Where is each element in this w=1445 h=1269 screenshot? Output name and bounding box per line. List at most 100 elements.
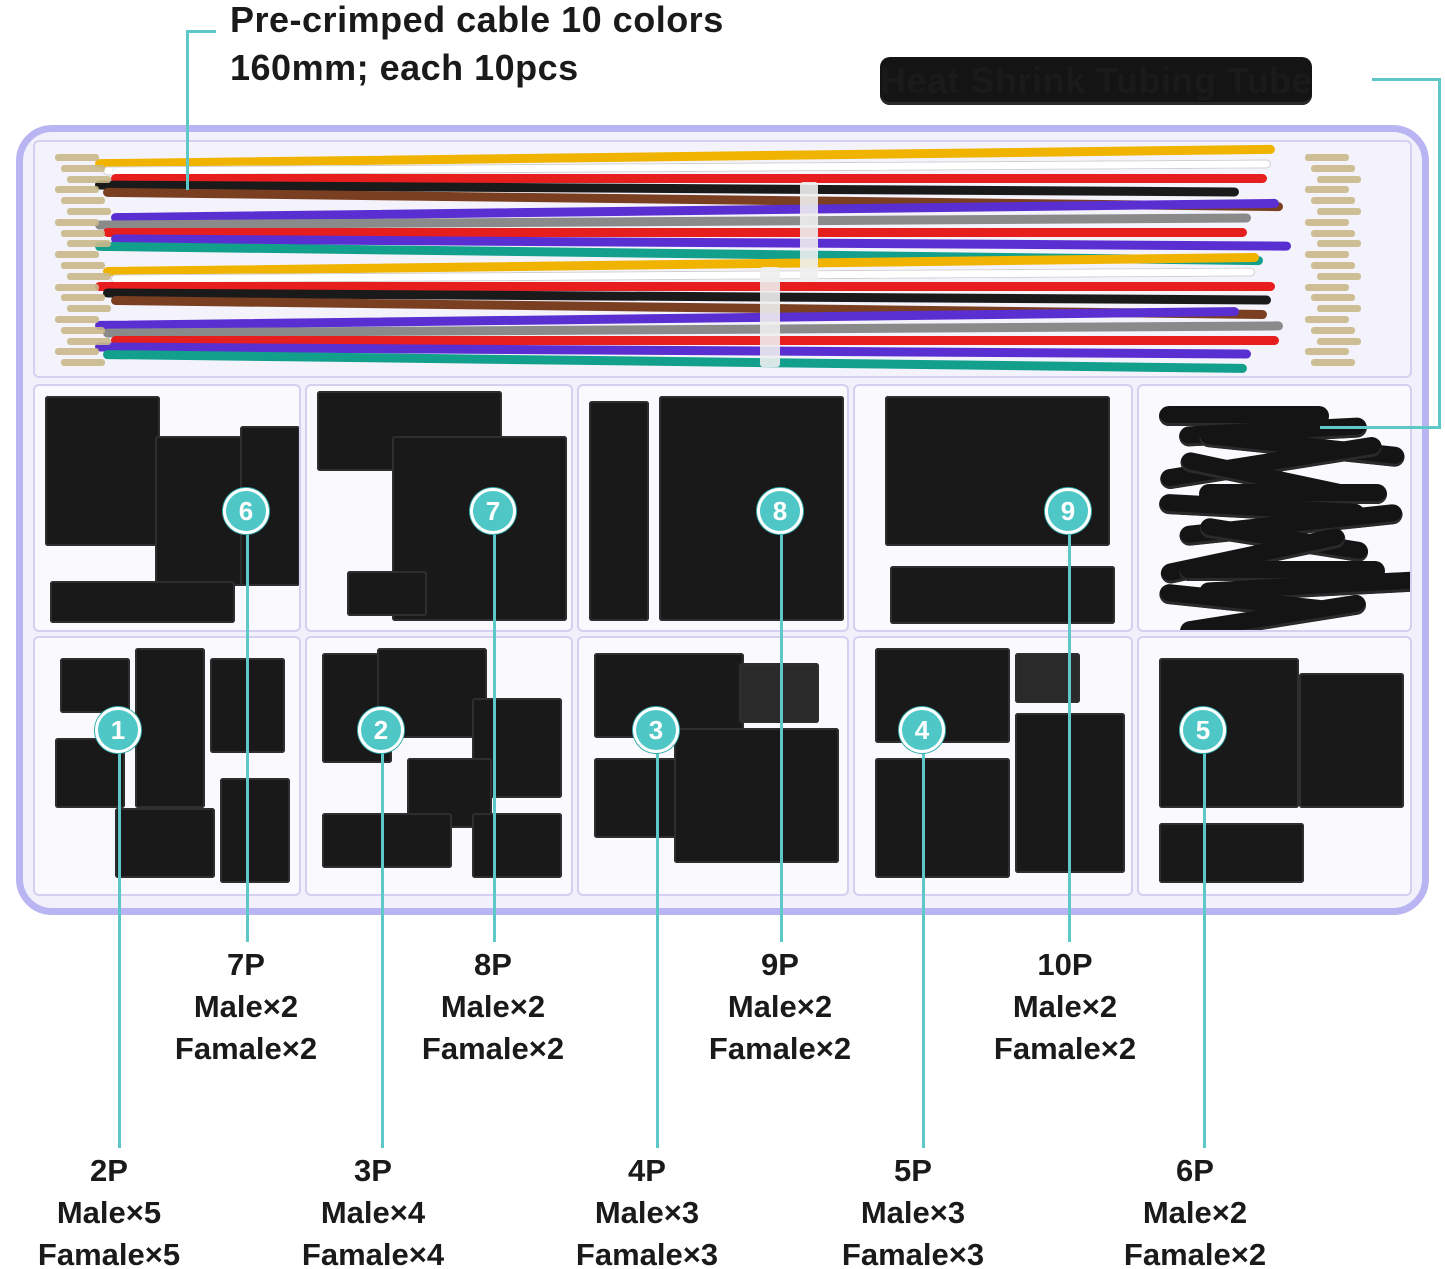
female-count: Famale×4 (301, 1237, 445, 1269)
compartment-7p (33, 384, 301, 632)
pin-count: 7P (227, 947, 265, 982)
connector-housing (875, 758, 1010, 878)
label-leader-line (493, 534, 496, 942)
male-count: Male×2 (1012, 989, 1118, 1024)
cable-heading-line2: 160mm; each 10pcs (230, 47, 579, 88)
crimp-terminal (55, 348, 99, 356)
wire (103, 227, 1247, 237)
crimp-terminal (55, 186, 99, 194)
label-leader-line (118, 753, 121, 1148)
compartment-8p (305, 384, 573, 632)
compartment-10p (853, 384, 1133, 632)
wire (111, 335, 1279, 345)
cable-tie (760, 267, 780, 367)
label-9p: 9P Male×2 Famale×2 (680, 944, 880, 1070)
label-10p: 10P Male×2 Famale×2 (965, 944, 1165, 1070)
crimp-terminal (1317, 208, 1361, 215)
male-count: Male×2 (440, 989, 546, 1024)
label-8p: 8P Male×2 Famale×2 (393, 944, 593, 1070)
label-leader-line (780, 534, 783, 942)
female-count: Famale×3 (575, 1237, 719, 1269)
tube-heading: Heat Shrink Tubing Tube (880, 57, 1313, 105)
badge-4: 4 (899, 707, 945, 753)
connector-housing (322, 813, 452, 868)
connector-housing (739, 663, 819, 723)
female-count: Famale×2 (993, 1031, 1137, 1066)
badge-3: 3 (633, 707, 679, 753)
male-count: Male×3 (860, 1195, 966, 1230)
compartment-4p (577, 636, 849, 896)
badge-7: 7 (470, 488, 516, 534)
cable-leader-line (186, 30, 189, 190)
crimp-terminal (1317, 272, 1361, 280)
male-count: Male×2 (193, 989, 299, 1024)
crimp-terminal (1305, 348, 1349, 356)
label-leader-line (246, 534, 249, 942)
crimp-terminal (61, 262, 105, 269)
cable-heading: Pre-crimped cable 10 colors 160mm; each … (230, 0, 724, 92)
label-4p: 4P Male×3 Famale×3 (547, 1150, 747, 1269)
crimp-terminal (1305, 218, 1349, 226)
pin-count: 2P (90, 1153, 128, 1188)
male-count: Male×5 (56, 1195, 162, 1230)
crimp-terminal (55, 154, 99, 161)
female-count: Famale×2 (708, 1031, 852, 1066)
label-leader-line (381, 753, 384, 1148)
crimp-terminal (1311, 359, 1355, 367)
compartment-6p (1137, 636, 1412, 896)
pin-count: 10P (1037, 947, 1093, 982)
crimp-terminal (1311, 294, 1355, 302)
cable-compartment (33, 140, 1412, 378)
crimp-terminal (1317, 337, 1361, 345)
cable-leader-line (186, 30, 216, 33)
badge-6: 6 (223, 488, 269, 534)
label-leader-line (922, 753, 925, 1148)
connector-housing (135, 648, 205, 808)
crimp-terminal (55, 316, 99, 323)
crimp-terminal (61, 164, 105, 172)
connector-housing (60, 658, 130, 713)
crimp-terminal (61, 359, 105, 367)
label-leader-line (1203, 753, 1206, 1148)
connector-housing (674, 728, 839, 863)
crimp-terminal (67, 208, 111, 215)
crimp-terminal (67, 337, 111, 345)
crimp-terminal (67, 175, 111, 183)
crimp-terminal (1317, 305, 1361, 313)
male-count: Male×2 (727, 989, 833, 1024)
crimp-terminal (61, 294, 105, 302)
crimp-terminal (1317, 175, 1361, 183)
label-leader-line (1068, 534, 1071, 942)
compartment-heat-shrink (1137, 384, 1412, 632)
tube-leader-line (1320, 426, 1441, 429)
crimp-terminal (61, 326, 105, 334)
badge-9: 9 (1045, 488, 1091, 534)
label-leader-line (656, 753, 659, 1148)
label-5p: 5P Male×3 Famale×3 (813, 1150, 1013, 1269)
connector-housing (589, 401, 649, 621)
connector-housing (890, 566, 1115, 624)
male-count: Male×3 (594, 1195, 700, 1230)
connector-housing (50, 581, 235, 623)
crimp-terminal (1317, 240, 1361, 248)
crimp-terminal (1311, 229, 1355, 237)
wire (95, 281, 1275, 291)
crimp-terminal (1311, 197, 1355, 205)
crimp-terminal (55, 283, 99, 291)
compartment-2p (33, 636, 301, 896)
label-2p: 2P Male×5 Famale×5 (9, 1150, 209, 1269)
compartment-5p (853, 636, 1133, 896)
label-3p: 3P Male×4 Famale×4 (273, 1150, 473, 1269)
tube-leader-line (1438, 78, 1441, 428)
cable-tie (800, 182, 818, 282)
male-count: Male×2 (1142, 1195, 1248, 1230)
female-count: Famale×2 (174, 1031, 318, 1066)
badge-1: 1 (95, 707, 141, 753)
connector-housing (1299, 673, 1404, 808)
connector-housing (1159, 823, 1304, 883)
connector-housing (220, 778, 290, 883)
connector-housing (594, 758, 684, 838)
compartment-9p (577, 384, 849, 632)
crimp-terminal (1311, 164, 1355, 172)
crimp-terminal (1305, 251, 1349, 259)
